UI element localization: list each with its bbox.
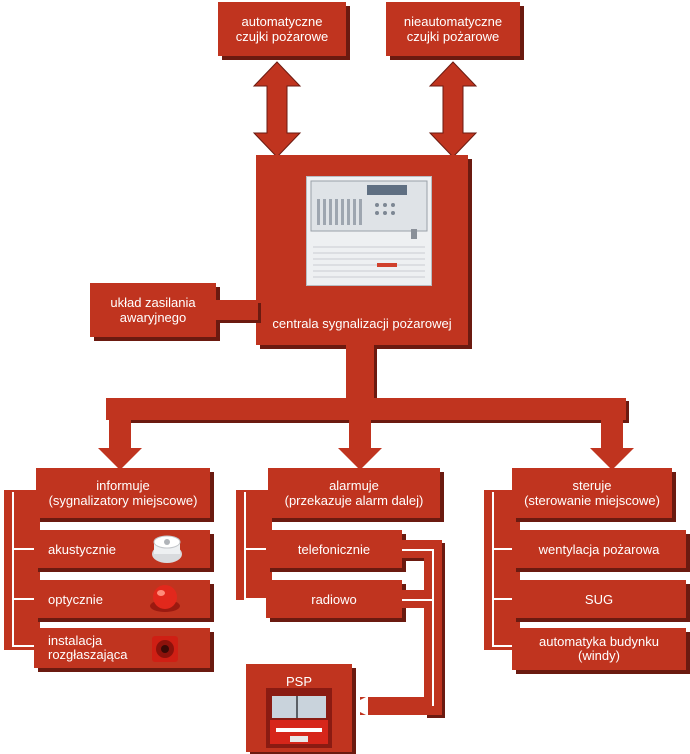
inform-subtitle: (sygnalizatory miejscowe) <box>48 493 198 508</box>
control-item-building-automation-line1: automatyka budynku <box>539 634 659 649</box>
control-header-box: steruje (sterowanie miejscowe) <box>512 468 672 518</box>
manual-call-points-line1: nieautomatyczne <box>403 14 503 29</box>
control-subtitle: (sterowanie miejscowe) <box>524 493 660 508</box>
alarm-item-phone-label: telefonicznie <box>297 541 371 557</box>
inform-item-pa-line2: rozgłaszająca <box>48 647 128 662</box>
automatic-detectors-line2: czujki pożarowe <box>235 29 329 44</box>
inform-tree-h3 <box>12 645 40 647</box>
alarm-item-radio-label: radiowo <box>311 591 357 607</box>
control-tree-vline <box>492 492 494 646</box>
control-panel-device-image <box>306 176 432 286</box>
inform-title: informuje <box>96 478 150 493</box>
sounder-icon <box>152 535 182 563</box>
psp-link-line-h1 <box>402 549 434 551</box>
control-tree-h3 <box>492 645 520 647</box>
alarm-subtitle: (przekazuje alarm dalej) <box>284 493 424 508</box>
power-connector <box>214 300 258 320</box>
control-tree-h1 <box>492 548 520 550</box>
control-tree-h2 <box>492 598 520 600</box>
manual-call-points-box: nieautomatyczne czujki pożarowe <box>386 2 520 56</box>
automatic-detectors-box: automatyczne czujki pożarowe <box>218 2 346 56</box>
control-title: steruje <box>572 478 612 493</box>
inform-tree-vline <box>12 492 14 646</box>
alarm-item-radio: radiowo <box>266 580 402 618</box>
inform-item-acoustic: akustycznie <box>34 530 210 568</box>
inform-item-optical: optycznie <box>34 580 210 618</box>
control-item-building-automation: automatyka budynku (windy) <box>512 628 686 670</box>
alarm-header-box: alarmuje (przekazuje alarm dalej) <box>268 468 440 518</box>
backup-power-line1: układ zasilania <box>110 295 196 310</box>
psp-arrowhead <box>348 696 368 716</box>
inform-header-box: informuje (sygnalizatory miejscowe) <box>36 468 210 518</box>
beacon-icon <box>150 585 180 612</box>
central-stem <box>346 344 374 400</box>
inform-item-acoustic-label: akustycznie <box>48 541 116 557</box>
speaker-icon <box>152 636 178 662</box>
backup-power-box: układ zasilania awaryjnego <box>90 283 216 337</box>
fire-truck-icon <box>266 688 332 748</box>
alarm-tree-h1 <box>244 548 272 550</box>
arrow-to-inform <box>98 418 142 470</box>
double-arrow-manual <box>428 61 478 158</box>
arrow-to-control <box>590 418 634 470</box>
control-item-sug-label: SUG <box>584 591 614 607</box>
inform-side-bar <box>4 490 40 650</box>
control-item-ventilation-label: wentylacja pożarowa <box>538 541 660 557</box>
inform-tree-h1 <box>12 548 40 550</box>
control-item-ventilation: wentylacja pożarowa <box>512 530 686 568</box>
branch-bar <box>106 398 626 420</box>
central-label: centrala sygnalizacji pożarowej <box>272 316 452 331</box>
manual-call-points-line2: czujki pożarowe <box>406 29 500 44</box>
alarm-tree-vline <box>244 492 246 598</box>
psp-link-line-v <box>432 549 434 706</box>
inform-tree-h2 <box>12 598 40 600</box>
alarm-title: alarmuje <box>329 478 379 493</box>
alarm-item-phone: telefonicznie <box>266 530 402 568</box>
inform-item-pa: instalacja rozgłaszająca <box>34 628 210 668</box>
inform-item-optical-label: optycznie <box>48 591 103 607</box>
alarm-tree-h2 <box>244 598 272 600</box>
psp-link-bottom <box>360 697 442 715</box>
inform-item-pa-line1: instalacja <box>48 633 103 648</box>
automatic-detectors-line1: automatyczne <box>241 14 323 29</box>
arrow-to-alarm <box>338 418 382 470</box>
psp-link-line-h2 <box>402 599 434 601</box>
control-item-building-automation-line2: (windy) <box>578 648 620 663</box>
psp-label: PSP <box>285 674 312 689</box>
backup-power-line2: awaryjnego <box>119 310 187 325</box>
double-arrow-auto <box>252 61 302 158</box>
control-item-sug: SUG <box>512 580 686 618</box>
